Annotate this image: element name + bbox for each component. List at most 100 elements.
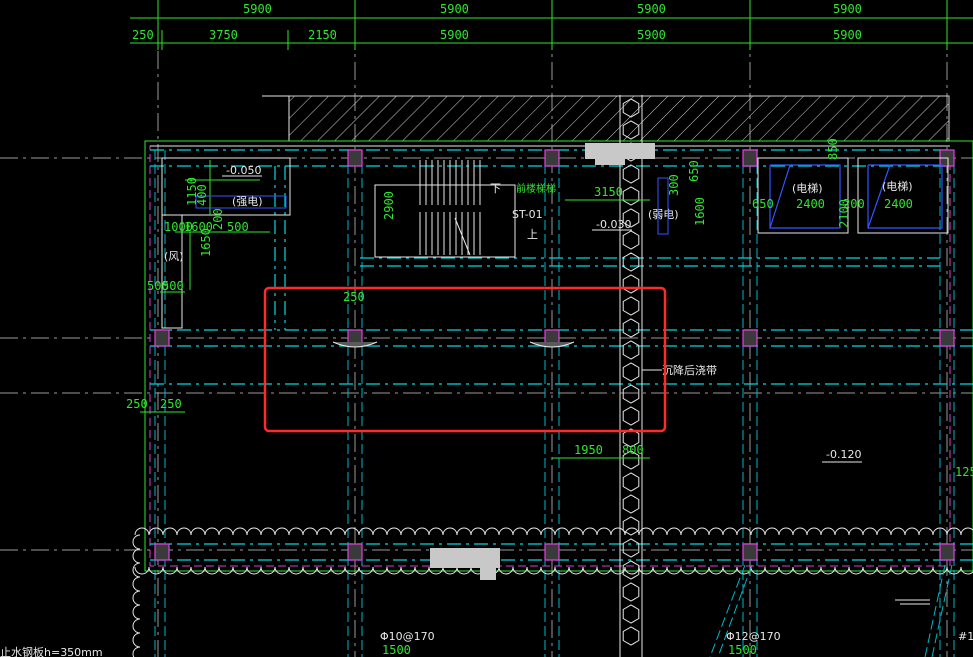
bottom-note: 止水钢板h=350mm <box>0 645 103 657</box>
wall-scallop <box>680 566 696 575</box>
dim-label: 500 <box>227 220 249 234</box>
wall-scallop <box>456 527 472 536</box>
dim-label: 300 <box>667 174 681 196</box>
wall-scallop <box>204 527 220 536</box>
wall-scallop <box>372 527 388 536</box>
scalloped-wall <box>132 527 973 657</box>
dim-label: 650 <box>752 197 774 211</box>
wall-scallop <box>932 527 948 536</box>
wall-scallop <box>148 527 164 536</box>
wall-scallop <box>610 566 626 575</box>
wall-scallop <box>260 527 276 536</box>
wall-scallop <box>792 527 808 536</box>
wall-scallop <box>176 566 192 575</box>
dim-label: 1000 <box>164 220 193 234</box>
wall-scallop <box>358 527 374 536</box>
bottom-notes: 止水钢板h=350mm Φ10@170 Φ12@170 1500 1500 #1 <box>0 564 973 657</box>
wall-scallop <box>316 527 332 536</box>
post-pour-hex <box>622 230 640 250</box>
wall-scallop <box>596 566 612 575</box>
wall-scallop <box>190 527 206 536</box>
elevation-mark: -0.120 <box>826 448 861 461</box>
wall-scallop <box>218 566 234 575</box>
dim-label: 2150 <box>308 28 337 42</box>
elevation-mark: -0.050 <box>226 164 261 177</box>
post-pour-hex <box>622 560 640 580</box>
rebar-label: Φ10@170 <box>380 630 435 643</box>
wall-scallop <box>568 566 584 575</box>
wall-scallop <box>358 566 374 575</box>
column <box>544 149 560 167</box>
wall-scallop <box>498 527 514 536</box>
wall-scallop <box>344 527 360 536</box>
highlight-box[interactable] <box>263 286 667 433</box>
wall-scallop <box>848 566 864 575</box>
wall-scallop <box>190 566 206 575</box>
post-pour-hex <box>622 164 640 184</box>
wall-scallop <box>708 527 724 536</box>
stair-note: 前楼梯梯 <box>516 182 556 195</box>
wall-scallop <box>638 527 654 536</box>
dim-label: 1600 <box>184 220 213 234</box>
post-pour-hex <box>622 604 640 624</box>
wall-scallop <box>904 566 920 575</box>
wall-scallop <box>764 527 780 536</box>
post-pour-hex <box>622 472 640 492</box>
post-pour-hex <box>622 186 640 206</box>
wall-scallop <box>722 566 738 575</box>
wall-scallop <box>792 566 808 575</box>
wall-scallop <box>498 566 514 575</box>
dim-label: 1600 <box>693 197 707 226</box>
dim-row2-labels: 250 3750 2150 5900 5900 5900 <box>132 28 862 42</box>
rebar-label: Φ12@170 <box>726 630 781 643</box>
wall-scallop <box>652 566 668 575</box>
wall-scallop <box>582 527 598 536</box>
wall-scallop <box>302 527 318 536</box>
wall-scallop <box>820 527 836 536</box>
center-room: 3150 300 1600 650 (弱电) -0.030 <box>565 160 707 235</box>
wall-scallop <box>132 646 141 657</box>
dim-label: 3150 <box>594 185 623 199</box>
wall-scallop <box>568 527 584 536</box>
wall-scallop <box>132 534 141 550</box>
column <box>347 543 363 561</box>
wall-scallop <box>876 566 892 575</box>
wall-scallop <box>624 527 640 536</box>
wall-scallop <box>400 566 416 575</box>
corner-label: #1 <box>958 630 973 643</box>
wall-scallop <box>176 527 192 536</box>
wall-scallop <box>132 632 141 648</box>
wall-scallop <box>386 566 402 575</box>
elevation-mark: -0.030 <box>596 218 631 231</box>
wall-scallop <box>330 566 346 575</box>
wall-scallop <box>274 566 290 575</box>
post-pour-hex <box>622 208 640 228</box>
wall-scallop <box>918 527 934 536</box>
wall-scallop <box>372 566 388 575</box>
wall-scallop <box>904 527 920 536</box>
left-rooms <box>160 157 291 329</box>
wall-scallop <box>806 566 822 575</box>
wall-scallop <box>260 566 276 575</box>
wall-scallop <box>764 566 780 575</box>
post-pour-label: 沉降后浇带 <box>642 363 717 377</box>
column <box>154 329 170 347</box>
dim-label: 1650 <box>199 228 213 257</box>
dim-label: 250 <box>132 28 154 42</box>
wall-scallop <box>736 527 752 536</box>
wall-scallop <box>442 566 458 575</box>
wall-scallop <box>132 618 141 634</box>
wall-scallop <box>246 566 262 575</box>
dim-label: 500 <box>147 279 169 293</box>
steel-brackets <box>430 143 655 580</box>
wall-scallop <box>946 527 962 536</box>
wall-scallop <box>680 527 696 536</box>
wall-scallop <box>722 527 738 536</box>
wall-scallop <box>750 566 766 575</box>
post-pour-text: 沉降后浇带 <box>662 363 717 377</box>
stair-name: ST-01 <box>512 208 543 221</box>
wall-scallop <box>414 566 430 575</box>
wall-scallop <box>526 566 542 575</box>
post-pour-hex <box>622 384 640 404</box>
